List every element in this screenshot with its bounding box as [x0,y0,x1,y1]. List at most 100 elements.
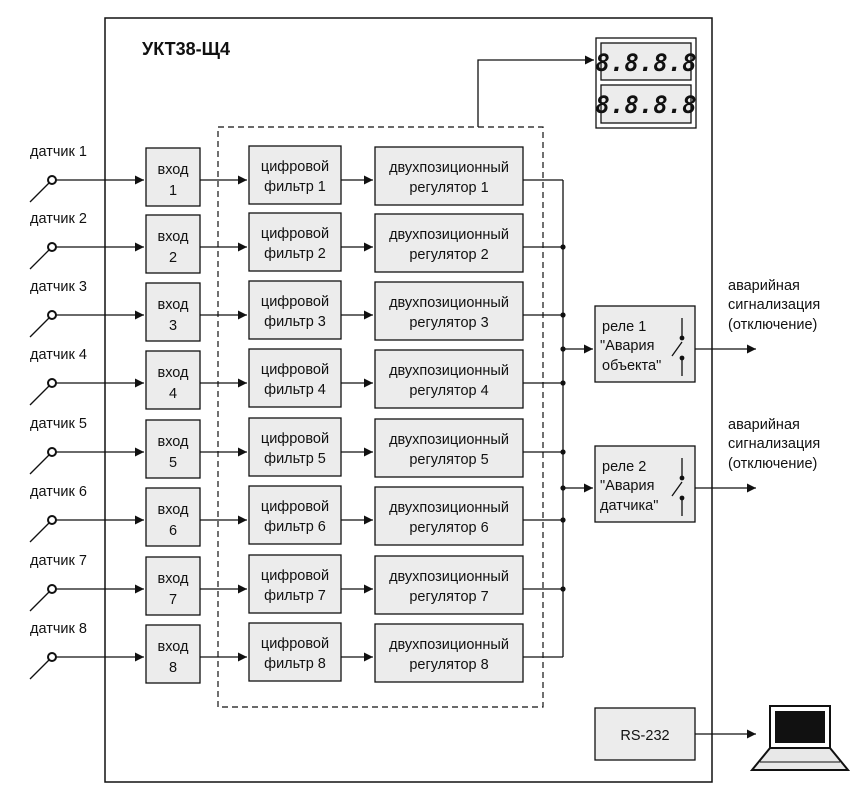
relay-2-output-line-3: (отключение) [728,456,817,472]
sensor-probe-icon [29,378,57,406]
regulator-line-2: регулятор 5 [409,452,488,468]
filter-line-1: цифровой [261,294,329,310]
input-number: 3 [169,318,177,334]
input-block: вход 4 [145,350,201,410]
relay-1-output-line-2: сигнализация [728,297,820,313]
sensor-label: датчик 7 [30,553,87,569]
regulator-line-1: двухпозиционный [389,227,509,243]
input-number: 7 [169,592,177,608]
input-label: вход [158,162,190,178]
filter-line-1: цифровой [261,159,329,175]
input-number: 4 [169,386,177,402]
relay-2-output-line-2: сигнализация [728,436,820,452]
input-label: вход [158,365,190,381]
input-block: вход 7 [145,556,201,616]
display-digits-bottom: 8.8.8.8 [595,91,696,119]
led-display: 8.8.8.8 8.8.8.8 [595,37,697,129]
sensor-label: датчик 2 [30,211,87,227]
input-label: вход [158,434,190,450]
sensor-probe-icon [29,515,57,543]
regulator-line-1: двухпозиционный [389,500,509,516]
sensor-label: датчик 5 [30,416,87,432]
filter-line-2: фильтр 5 [264,451,326,467]
rs232-interface: RS-232 [594,707,696,761]
filter-line-1: цифровой [261,636,329,652]
regulator-line-1: двухпозиционный [389,432,509,448]
regulator-line-1: двухпозиционный [389,295,509,311]
relay-2-line-1: реле 2 [602,459,646,475]
sensor-probe-icon [29,584,57,612]
relay-switch-icon [671,458,685,516]
relay-2: реле 2 "Авария датчика" [594,445,696,523]
filter-line-1: цифровой [261,499,329,515]
regulator-line-2: регулятор 3 [409,315,488,331]
sensor-probe-icon [29,175,57,203]
sensor-label: датчик 8 [30,621,87,637]
input-label: вход [158,229,190,245]
sensor-label: датчик 1 [30,144,87,160]
regulator-line-2: регулятор 6 [409,520,488,536]
filter-line-1: цифровой [261,362,329,378]
regulator-line-2: регулятор 4 [409,383,488,399]
display-digits-top: 8.8.8.8 [595,49,696,77]
relay-1-line-1: реле 1 [602,319,646,335]
regulator-line-1: двухпозиционный [389,569,509,585]
relay-switch-icon [671,318,685,376]
regulator-block: двухпозиционный регулятор 3 [374,281,524,341]
rs232-label: RS-232 [620,728,669,744]
filter-line-2: фильтр 6 [264,519,326,535]
sensor-probe-icon [29,242,57,270]
filter-line-2: фильтр 4 [264,382,326,398]
input-block: вход 1 [145,147,201,207]
input-label: вход [158,571,190,587]
device-title: УКТ38-Щ4 [142,39,230,59]
input-number: 6 [169,523,177,539]
input-block: вход 2 [145,214,201,274]
regulator-line-2: регулятор 8 [409,657,488,673]
filter-block: цифровой фильтр 4 [248,348,342,408]
filter-line-2: фильтр 2 [264,246,326,262]
filter-line-1: цифровой [261,568,329,584]
relay-2-line-3: датчика" [600,498,658,514]
input-number: 2 [169,250,177,266]
regulator-line-2: регулятор 1 [409,180,488,196]
relay-1-output-line-1: аварийная [728,278,800,294]
relay-1-output-line-3: (отключение) [728,317,817,333]
regulator-block: двухпозиционный регулятор 6 [374,486,524,546]
sensor-label: датчик 3 [30,279,87,295]
relay-1: реле 1 "Авария объекта" [594,305,696,383]
sensor-probe-icon [29,652,57,680]
input-block: вход 6 [145,487,201,547]
relay-2-output-line-1: аварийная [728,417,800,433]
regulator-line-2: регулятор 2 [409,247,488,263]
regulator-block: двухпозиционный регулятор 5 [374,418,524,478]
laptop-icon [749,705,851,771]
relay-1-line-2: "Авария [600,338,654,354]
relay-1-line-3: объекта" [602,358,661,374]
input-number: 1 [169,183,177,199]
regulator-block: двухпозиционный регулятор 2 [374,213,524,273]
input-label: вход [158,502,190,518]
